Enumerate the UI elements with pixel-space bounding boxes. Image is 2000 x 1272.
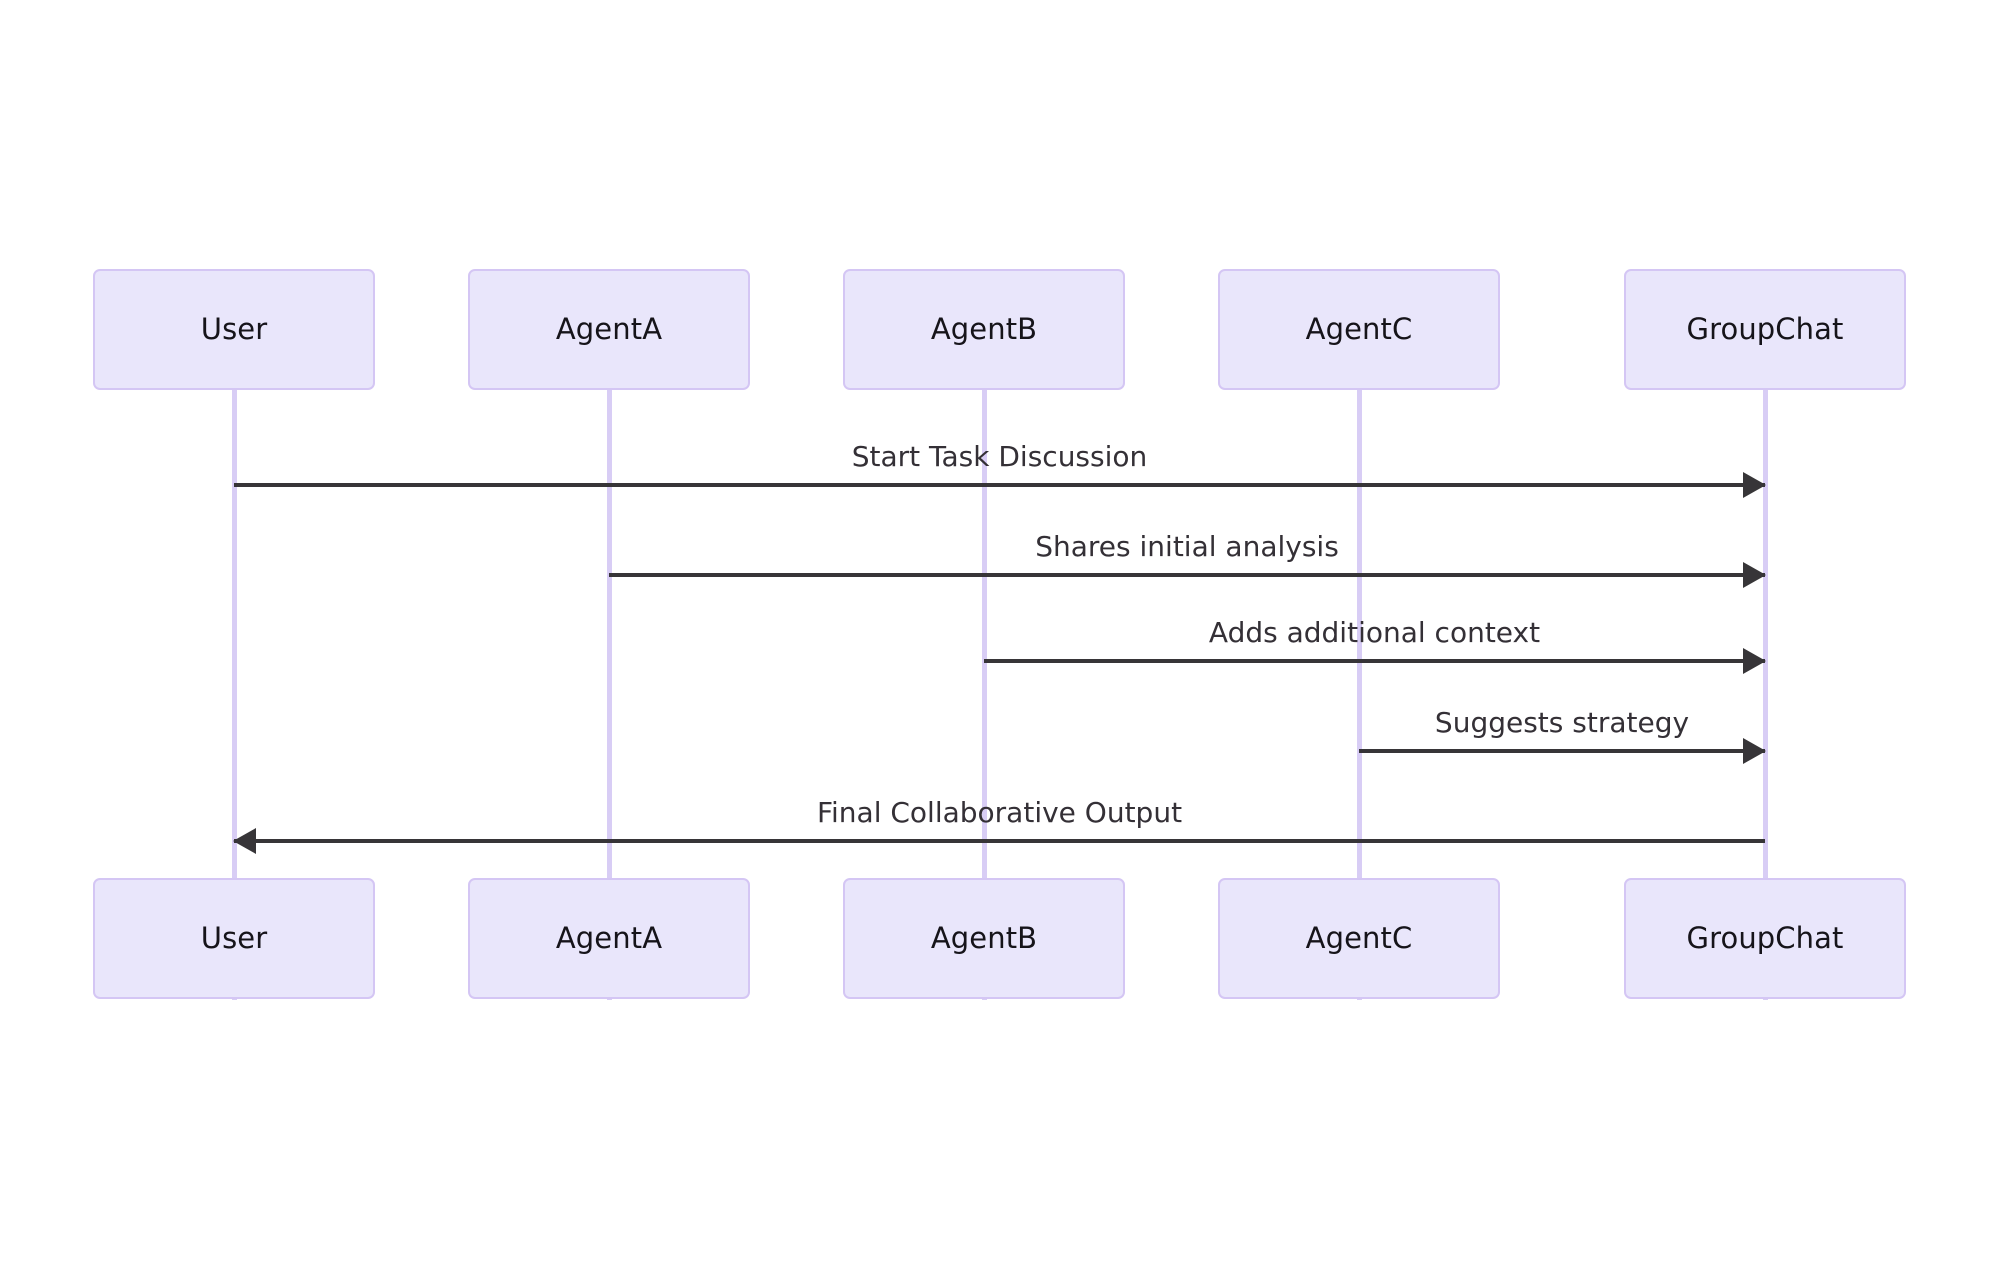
actor-box-agentb-bottom[interactable]: AgentB: [843, 878, 1125, 999]
arrowhead-right-icon-1: [1743, 472, 1766, 498]
actor-box-groupchat-bottom[interactable]: GroupChat: [1624, 878, 1906, 999]
actor-label-agenta-top: AgentA: [555, 312, 663, 346]
lifeline-user: [232, 269, 237, 1000]
message-label-4: Suggests strategy: [1434, 706, 1690, 739]
message-label-2: Shares initial analysis: [1035, 530, 1339, 563]
message-label-1: Start Task Discussion: [851, 440, 1148, 473]
actor-box-agentb-top[interactable]: AgentB: [843, 269, 1125, 390]
lifeline-agentb: [982, 269, 987, 1000]
actor-label-agentc-bottom: AgentC: [1305, 921, 1413, 955]
actor-label-groupchat-top: GroupChat: [1686, 312, 1844, 346]
message-label-3: Adds additional context: [1208, 616, 1541, 649]
actor-box-agentc-bottom[interactable]: AgentC: [1218, 878, 1500, 999]
actor-box-agentc-top[interactable]: AgentC: [1218, 269, 1500, 390]
lifeline-agentc: [1357, 269, 1362, 1000]
message-line-3: [984, 659, 1765, 663]
message-line-1: [234, 483, 1765, 487]
actor-box-user-bottom[interactable]: User: [93, 878, 375, 999]
arrowhead-right-icon-3: [1743, 648, 1766, 674]
actor-label-agentc-top: AgentC: [1305, 312, 1413, 346]
message-line-2: [609, 573, 1765, 577]
lifeline-groupchat: [1763, 269, 1768, 1000]
arrowhead-right-icon-2: [1743, 562, 1766, 588]
actor-label-agentb-bottom: AgentB: [930, 921, 1038, 955]
arrowhead-left-icon-5: [233, 828, 256, 854]
actor-label-user-bottom: User: [200, 921, 268, 955]
arrowhead-right-icon-4: [1743, 738, 1766, 764]
message-label-5: Final Collaborative Output: [816, 796, 1183, 829]
actor-box-agenta-bottom[interactable]: AgentA: [468, 878, 750, 999]
actor-label-user-top: User: [200, 312, 268, 346]
message-line-5: [234, 839, 1765, 843]
actor-label-agenta-bottom: AgentA: [555, 921, 663, 955]
lifeline-agenta: [607, 269, 612, 1000]
actor-label-groupchat-bottom: GroupChat: [1686, 921, 1844, 955]
actor-box-agenta-top[interactable]: AgentA: [468, 269, 750, 390]
actor-box-groupchat-top[interactable]: GroupChat: [1624, 269, 1906, 390]
message-line-4: [1359, 749, 1765, 753]
actor-label-agentb-top: AgentB: [930, 312, 1038, 346]
actor-box-user-top[interactable]: User: [93, 269, 375, 390]
